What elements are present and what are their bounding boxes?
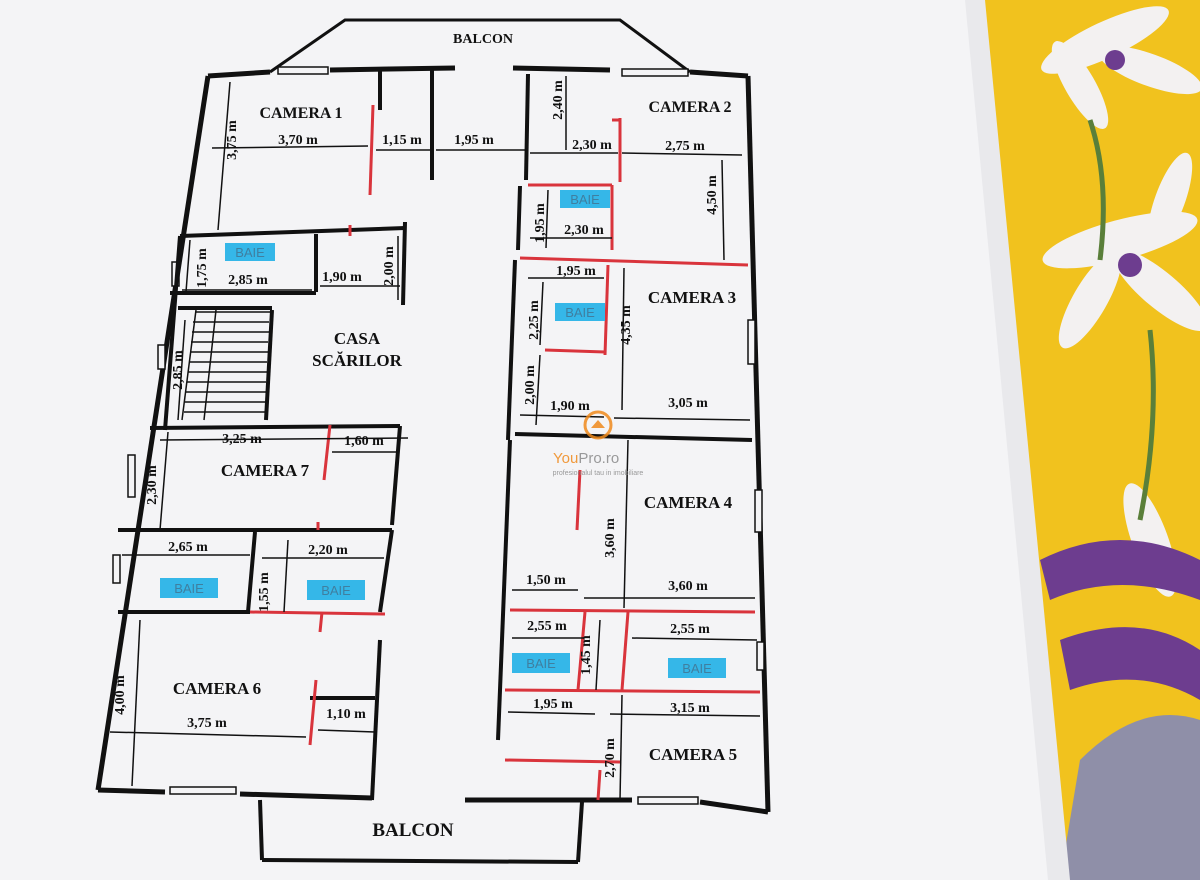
dimension-label: 2,85 m	[228, 273, 268, 288]
dimension-label: 2,85 m	[171, 350, 186, 390]
dimension-label: 1,10 m	[326, 707, 366, 722]
room-label-camera-1: CAMERA 1	[259, 105, 342, 122]
dimension-label: 1,95 m	[533, 697, 573, 712]
dimension-label: 1,75 m	[195, 248, 210, 288]
dimension-label: 1,55 m	[257, 572, 272, 612]
stairwell-label-line-2: SCĂRILOR	[312, 351, 402, 370]
room-label-camera-5: CAMERA 5	[649, 745, 737, 764]
dimension-label: 2,75 m	[665, 139, 705, 154]
dimension-label: 3,75 m	[225, 120, 240, 160]
balcony-bottom-label: BALCON	[372, 820, 454, 841]
dimension-label: 1,60 m	[344, 434, 384, 449]
watermark-logo-icon	[583, 410, 613, 440]
dimension-label: 2,65 m	[168, 540, 208, 555]
bath-label-3: BAIE	[565, 305, 595, 320]
dimension-label: 4,00 m	[113, 675, 128, 715]
room-label-camera-6: CAMERA 6	[173, 679, 261, 698]
dimension-label: 1,95 m	[556, 264, 596, 279]
dimension-label: 2,00 m	[382, 246, 397, 286]
watermark-brand-pro: Pro.ro	[578, 450, 619, 467]
dimension-label: 2,55 m	[670, 622, 710, 637]
stairwell-label-line-1: CASA	[334, 329, 381, 348]
bath-label-2: BAIE	[235, 245, 265, 260]
exterior-walls	[95, 65, 771, 815]
balcony-top	[269, 18, 691, 74]
dimension-label: 3,25 m	[222, 432, 262, 447]
dimension-label: 3,75 m	[187, 716, 227, 731]
dimension-label: 1,90 m	[550, 399, 590, 414]
partition-lines	[249, 104, 761, 801]
dimension-label: 2,30 m	[572, 138, 612, 153]
dimension-label: 3,70 m	[278, 133, 318, 148]
watermark-tagline: profesionalul tau in imobiliare	[553, 470, 644, 477]
dimension-label: 1,95 m	[454, 133, 494, 148]
bath-label-1: BAIE	[570, 192, 600, 207]
room-label-camera-4: CAMERA 4	[644, 493, 733, 512]
dimension-label: 1,95 m	[533, 203, 548, 243]
watermark: YouPro.ro profesionalul tau in imobiliar…	[553, 410, 644, 477]
dimension-label: 2,20 m	[308, 543, 348, 558]
dimension-label: 1,90 m	[322, 270, 362, 285]
dimension-label: 3,05 m	[668, 396, 708, 411]
dimension-label: 3,60 m	[603, 518, 618, 558]
bath-label-4: BAIE	[174, 581, 204, 596]
dimension-lines	[109, 76, 761, 801]
dimension-label: 2,70 m	[603, 738, 618, 778]
dimension-label: 4,35 m	[619, 305, 634, 345]
dimension-label: 1,15 m	[382, 133, 422, 148]
dimension-label: 4,50 m	[705, 175, 720, 215]
dimension-label: 2,55 m	[527, 619, 567, 634]
windows	[112, 66, 765, 805]
paper-sheet	[0, 0, 1048, 880]
room-label-camera-3: CAMERA 3	[648, 288, 736, 307]
watermark-brand-you: You	[553, 450, 578, 467]
dimension-label: 2,30 m	[145, 465, 160, 505]
svg-text:YouPro.ro: YouPro.ro	[553, 450, 619, 467]
staircase	[181, 309, 270, 421]
dimension-labels: 3,75 m 3,70 m 1,15 m 1,95 m 2,40 m 2,30 …	[113, 80, 720, 778]
dimension-label: 1,45 m	[579, 635, 594, 675]
bath-label-6: BAIE	[526, 656, 556, 671]
dimension-label: 2,00 m	[523, 365, 538, 405]
room-labels: CAMERA 1 CAMERA 2 CAMERA 3 CAMERA 4 CAME…	[173, 99, 737, 764]
room-label-camera-7: CAMERA 7	[221, 461, 310, 480]
bath-highlights	[160, 190, 726, 678]
dimension-label: 3,60 m	[668, 579, 708, 594]
dimension-label: 2,30 m	[564, 223, 604, 238]
dimension-label: 3,15 m	[670, 701, 710, 716]
bath-label-7: BAIE	[682, 661, 712, 676]
dimension-label: 2,40 m	[551, 80, 566, 120]
room-label-camera-2: CAMERA 2	[648, 99, 731, 116]
dimension-label: 2,25 m	[527, 300, 542, 340]
dimension-label: 1,50 m	[526, 573, 566, 588]
bath-labels: BAIE BAIE BAIE BAIE BAIE BAIE BAIE	[174, 192, 712, 676]
balcony-top-label: BALCON	[453, 32, 513, 47]
bath-label-5: BAIE	[321, 583, 351, 598]
interior-walls	[118, 70, 753, 864]
